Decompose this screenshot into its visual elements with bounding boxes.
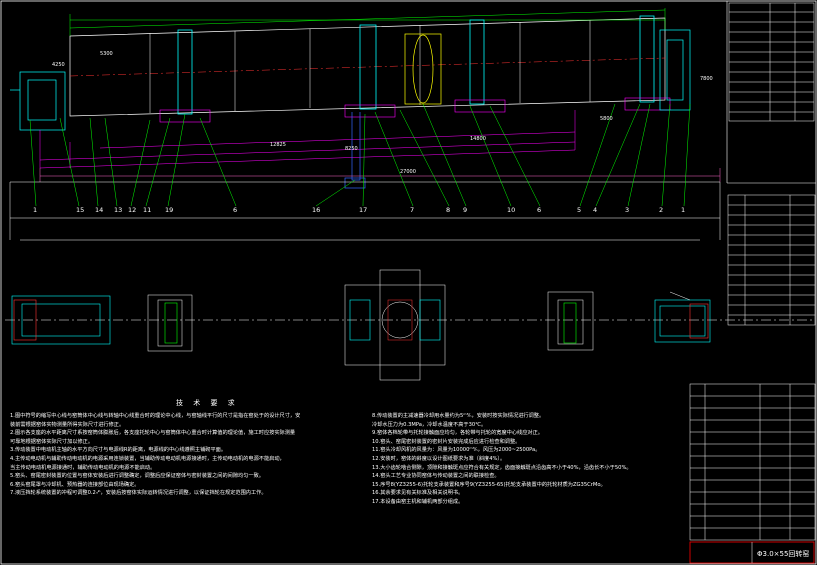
kiln-elevation-view <box>9 8 721 241</box>
note-line: 4.主传动电动机与辅助传动电动机的电源采用连锁装置，当辅助传动电动机电源接通时，… <box>10 455 285 462</box>
note-line: 6.窑头窑尾罩与冷却机、预热器的连接部位由现场确定。 <box>10 481 140 488</box>
callout: 4 <box>593 206 597 214</box>
callout: 19 <box>165 206 173 214</box>
callout: 7 <box>410 206 414 214</box>
dim-label: 5800 <box>600 116 613 122</box>
callout: 13 <box>114 206 122 214</box>
callout: 17 <box>359 206 367 214</box>
note-line: 3.传动装置中电动机主轴的水平方向尺寸与电源线R的距离，电源线的中心线遵照主铺砌… <box>10 447 227 454</box>
dimension-labels: 4250 5300 8250 12825 14800 5800 27000 78… <box>52 51 713 175</box>
note-line: 装前需根据窑体实物测量所得实际尺寸进行修正。 <box>10 421 125 428</box>
notes-right: 8.传动装置的主减速器冷却用水量约为5ᵐ³⁄ₕ，安装时按实际情况进行调整。 冷却… <box>372 412 632 507</box>
callout: 10 <box>507 206 515 214</box>
callout: 9 <box>463 206 467 214</box>
notes-left: 1.图中符号的缩写中心线与窑筒体中心线与转轴中心线重合时的理论中心线，与窑轴线平… <box>10 412 300 498</box>
dim-label: 27000 <box>400 169 416 175</box>
note-line: 冷却水压力为0.3MPa，冷却水温度不高于30℃。 <box>372 421 487 428</box>
note-line: 可靠地根据窑体实际尺寸加以修正。 <box>10 438 94 445</box>
note-line: 13.大小齿轮啮合侧隙，顶隙和接触斑点应符合有关规定，齿面接触斑点沿齿高不小于4… <box>372 464 632 471</box>
dim-label: 7800 <box>700 76 713 82</box>
note-line: 8.传动装置的主减速器冷却用水量约为5ᵐ³⁄ₕ，安装时按实际情况进行调整。 <box>372 413 545 419</box>
callout: 5 <box>577 206 581 214</box>
callout: 6 <box>233 206 237 214</box>
drawing-title: Φ3.0×55回转窑 <box>757 550 810 558</box>
part-callouts: 1 15 14 13 12 11 19 6 16 17 7 8 9 10 6 5… <box>33 206 685 214</box>
dim-label: 4250 <box>52 62 65 68</box>
note-line: 9.窑体各档轮带与托轮接触面应均匀，各轮带与托轮的宽度中心线应对正。 <box>372 430 543 437</box>
callout: 16 <box>312 206 320 214</box>
callout: 11 <box>143 206 151 214</box>
note-line: 17.本设备由窑主机和辅机两部分组成。 <box>372 498 464 505</box>
notes-title: 技 术 要 求 <box>176 399 239 407</box>
callout: 14 <box>95 206 103 214</box>
note-line: 10.窑头、窑尾密封装置的密封片安装完成后应进行检查和调整。 <box>372 438 521 445</box>
note-line: 1.图中符号的缩写中心线与窑筒体中心线与转轴中心线重合时的理论中心线，与窑轴线平… <box>10 413 301 419</box>
note-line: 12.安装时，窑体的斜度以设计图纸要求为准（斜度4%）。 <box>372 455 506 462</box>
title-block <box>689 2 816 541</box>
callout: 1 <box>33 206 37 214</box>
section-views <box>5 269 815 381</box>
callout: 6 <box>537 206 541 214</box>
callout: 2 <box>659 206 663 214</box>
note-line: 11.窑头冷却风机的风量为：风量为10000ᵐ³⁄ₕ，风压为2000~2500P… <box>372 447 541 454</box>
callout: 8 <box>446 206 450 214</box>
dim-label: 5300 <box>100 51 113 57</box>
callout: 12 <box>128 206 136 214</box>
callout: 3 <box>625 206 629 214</box>
note-line: 5.窑头、窑尾密封装置的位置与窑体安装后进行调整确定，调整后应保证窑体与密封装置… <box>10 473 264 480</box>
note-line: 当主传动电动机电源接通时，辅助传动电动机的电源不能启动。 <box>10 464 156 471</box>
callout: 15 <box>76 206 84 214</box>
callout: 1 <box>681 206 685 214</box>
dim-label: 14800 <box>470 136 486 142</box>
note-line: 2.图示各支座的水平距离尺寸系按窑筒体膨胀后，各支座托轮中心与窑筒体中心重合时计… <box>10 430 296 437</box>
note-line: 7.液压挡轮系统装置的冲程可调整0.2·⁄ᵇ，安装后按窑体实际运转情况进行调整，… <box>10 490 267 497</box>
note-line: 14.窑头工艺专业协同窑体与传动装置之间的联接检查。 <box>372 473 500 480</box>
dim-label: 8250 <box>345 146 358 152</box>
note-line: 15.序号8(YZ3255-6)托轮支承装置和序号9(YZ3255-65)托轮支… <box>372 481 606 488</box>
note-line: 16.其余要求见有关标准及相关说明书。 <box>372 490 464 497</box>
dim-label: 12825 <box>270 142 286 148</box>
